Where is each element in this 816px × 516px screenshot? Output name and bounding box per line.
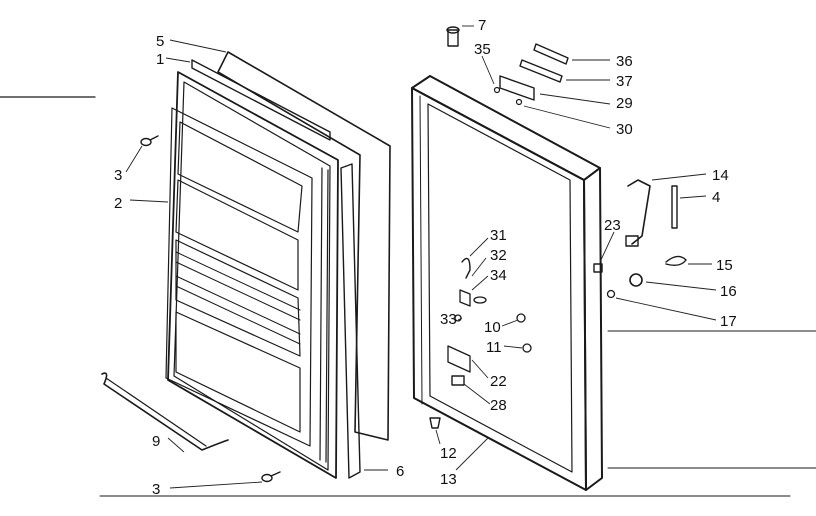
- lock-cylinder-shape: [629, 273, 643, 287]
- door-right-edge: [583, 167, 603, 491]
- spacer-shape: [593, 263, 603, 273]
- callout-17: 17: [720, 313, 737, 330]
- liner-bay-3: [175, 239, 301, 357]
- callout-labels: 5 1 3 2 9 3 6 7 35 36 37 29 30 14 4 23 1…: [114, 17, 737, 498]
- door-top-edge: [411, 75, 601, 181]
- liner-bay-1: [177, 121, 303, 233]
- screw-upper-shape: [140, 135, 159, 147]
- callout-16: 16: [720, 283, 737, 300]
- callout-7: 7: [478, 17, 486, 34]
- callout-10: 10: [484, 319, 501, 336]
- liner-inner-rim: [173, 81, 331, 471]
- callout-12: 12: [440, 445, 457, 462]
- callout-4: 4: [712, 189, 720, 206]
- hinge-plate-shape: [499, 75, 535, 101]
- callout-1: 1: [156, 51, 164, 68]
- callout-28: 28: [490, 397, 507, 414]
- lock-link-shape: [461, 257, 471, 279]
- door-panel-drawing: [411, 26, 687, 491]
- lock-bracket-shape: [447, 345, 471, 373]
- callout-9: 9: [152, 433, 160, 450]
- liner-outline: [167, 71, 339, 479]
- washer-shape: [606, 289, 616, 299]
- callout-2: 2: [114, 195, 122, 212]
- callout-30: 30: [616, 121, 633, 138]
- key-shape: [665, 255, 687, 267]
- bushing-shape: [429, 417, 441, 429]
- callout-6: 6: [396, 463, 404, 480]
- callout-3-upper: 3: [114, 167, 122, 184]
- door-stop-shape: [451, 375, 465, 386]
- callout-15: 15: [716, 257, 733, 274]
- handle-insert-shape: [671, 185, 678, 229]
- callout-35: 35: [474, 41, 491, 58]
- callout-11: 11: [486, 339, 502, 356]
- leader-lines: [125, 25, 717, 489]
- gasket-side: [340, 163, 361, 479]
- callout-36: 36: [616, 53, 633, 70]
- gasket-panel: [217, 51, 391, 441]
- trim-upper-shape: [533, 43, 569, 65]
- lock-retainer-shape: [459, 289, 471, 307]
- callout-31: 31: [490, 227, 507, 244]
- liner-bay-4: [175, 311, 301, 433]
- trim-lower-shape: [519, 59, 563, 83]
- liner-face: [165, 107, 313, 447]
- hinge-pin-shape: [447, 29, 459, 47]
- callout-14: 14: [712, 167, 729, 184]
- door-liner-drawing: [101, 51, 391, 483]
- door-face: [411, 87, 587, 491]
- callout-34: 34: [490, 267, 507, 284]
- callout-13: 13: [440, 471, 457, 488]
- callout-3-lower: 3: [152, 481, 160, 498]
- door-inner-face: [427, 103, 573, 473]
- callout-23: 23: [604, 217, 621, 234]
- callout-5: 5: [156, 33, 164, 50]
- callout-29: 29: [616, 95, 633, 112]
- callout-32: 32: [490, 247, 507, 264]
- shelf-rod-shape: [101, 372, 229, 451]
- screw-lower-shape: [261, 471, 281, 483]
- callout-22: 22: [490, 373, 507, 390]
- callout-33: 33: [440, 311, 457, 328]
- liner-top-strip: [191, 59, 331, 141]
- liner-bay-2: [175, 179, 299, 291]
- callout-37: 37: [616, 73, 633, 90]
- handle-shape: [627, 179, 651, 245]
